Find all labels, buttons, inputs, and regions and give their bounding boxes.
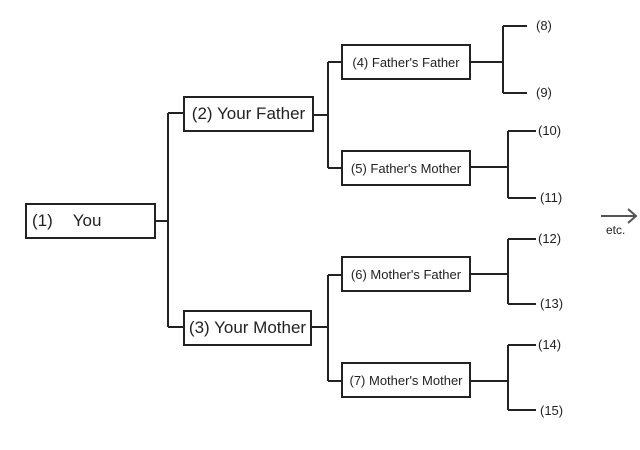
person-box-mother: (3) Your Mother bbox=[183, 310, 312, 346]
person-label: (4) Father's Father bbox=[352, 54, 460, 70]
person-box-mothers-father: (6) Mother's Father bbox=[341, 256, 471, 292]
person-label: (5) Father's Mother bbox=[350, 160, 462, 176]
ancestor-slot-8: (8) bbox=[536, 18, 552, 33]
person-box-fathers-father: (4) Father's Father bbox=[341, 44, 471, 80]
person-box-father: (2) Your Father bbox=[183, 96, 314, 132]
ancestor-slot-11: (11) bbox=[540, 190, 563, 205]
continuation-label: etc. bbox=[606, 223, 626, 237]
person-box-you: (1) You bbox=[25, 203, 156, 239]
person-box-fathers-mother: (5) Father's Mother bbox=[341, 150, 471, 186]
person-name: You bbox=[72, 211, 102, 230]
ancestor-slot-14: (14) bbox=[538, 337, 562, 352]
person-box-mothers-mother: (7) Mother's Mother bbox=[341, 362, 471, 398]
ancestor-slot-12: (12) bbox=[538, 231, 562, 246]
person-number: (1) bbox=[32, 211, 53, 230]
arrow-right-icon bbox=[601, 208, 638, 224]
person-label: (3) Your Mother bbox=[188, 318, 307, 337]
person-label: (6) Mother's Father bbox=[350, 266, 462, 282]
ancestor-slot-10: (10) bbox=[538, 123, 562, 138]
ancestor-slot-13: (13) bbox=[540, 296, 564, 311]
person-label: (2) Your Father bbox=[191, 104, 306, 123]
ancestor-slot-15: (15) bbox=[540, 403, 564, 418]
person-label: (7) Mother's Mother bbox=[349, 372, 463, 388]
ancestor-slot-9: (9) bbox=[536, 85, 552, 100]
